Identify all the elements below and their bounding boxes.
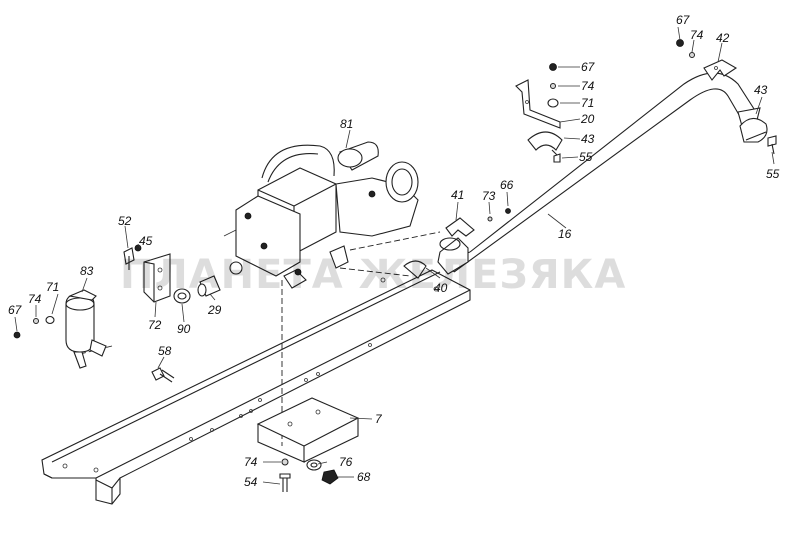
part-label-68: 68 xyxy=(357,470,371,484)
part-label-81: 81 xyxy=(340,117,353,131)
part-label-55: 55 xyxy=(579,150,593,164)
part-label-71: 71 xyxy=(581,96,594,110)
part-label-67: 67 xyxy=(8,303,23,317)
hose-parts xyxy=(173,261,243,304)
part-label-90: 90 xyxy=(177,322,191,336)
part-label-67: 67 xyxy=(676,13,691,27)
part-label-16: 16 xyxy=(558,227,572,241)
part-label-40: 40 xyxy=(434,281,448,295)
bracket-72 xyxy=(123,244,171,303)
small-items xyxy=(487,208,511,222)
center-fasteners xyxy=(515,63,563,163)
exhaust-pipe xyxy=(451,72,761,273)
leader-lines xyxy=(14,26,775,485)
right-clamp xyxy=(739,117,777,155)
part-label-66: 66 xyxy=(500,178,514,192)
watermark: ПЛАНЕТА ЖЕЛЕЗЯКА xyxy=(120,252,626,298)
part-label-74: 74 xyxy=(244,455,258,469)
part-label-43: 43 xyxy=(581,132,595,146)
part-label-71: 71 xyxy=(46,280,59,294)
part-label-76: 76 xyxy=(339,455,353,469)
part-label-54: 54 xyxy=(244,475,258,489)
part-label-74: 74 xyxy=(28,292,42,306)
part-label-74: 74 xyxy=(690,28,704,42)
part-label-55: 55 xyxy=(766,167,780,181)
mounting-plate-7 xyxy=(256,397,360,492)
part-label-43: 43 xyxy=(754,83,768,97)
part-label-58: 58 xyxy=(158,344,172,358)
part-label-7: 7 xyxy=(375,412,383,426)
part-label-41: 41 xyxy=(451,188,464,202)
part-label-52: 52 xyxy=(118,214,132,228)
part-label-45: 45 xyxy=(139,234,153,248)
part-label-29: 29 xyxy=(207,303,222,317)
pump-83 xyxy=(13,289,107,369)
part-label-73: 73 xyxy=(482,189,496,203)
part-label-72: 72 xyxy=(148,318,162,332)
top-right-fasteners xyxy=(676,39,738,81)
clamp-41 xyxy=(403,217,475,279)
part-label-83: 83 xyxy=(80,264,94,278)
part-label-20: 20 xyxy=(580,112,595,126)
part-label-67: 67 xyxy=(581,60,596,74)
frame-rail xyxy=(41,269,471,505)
part-label-74: 74 xyxy=(581,79,595,93)
part-label-42: 42 xyxy=(716,31,730,45)
heater-unit xyxy=(223,141,419,289)
part-labels: 81 67 74 42 67 74 71 20 43 55 43 55 41 7… xyxy=(8,13,780,489)
bolt-58 xyxy=(151,367,175,383)
